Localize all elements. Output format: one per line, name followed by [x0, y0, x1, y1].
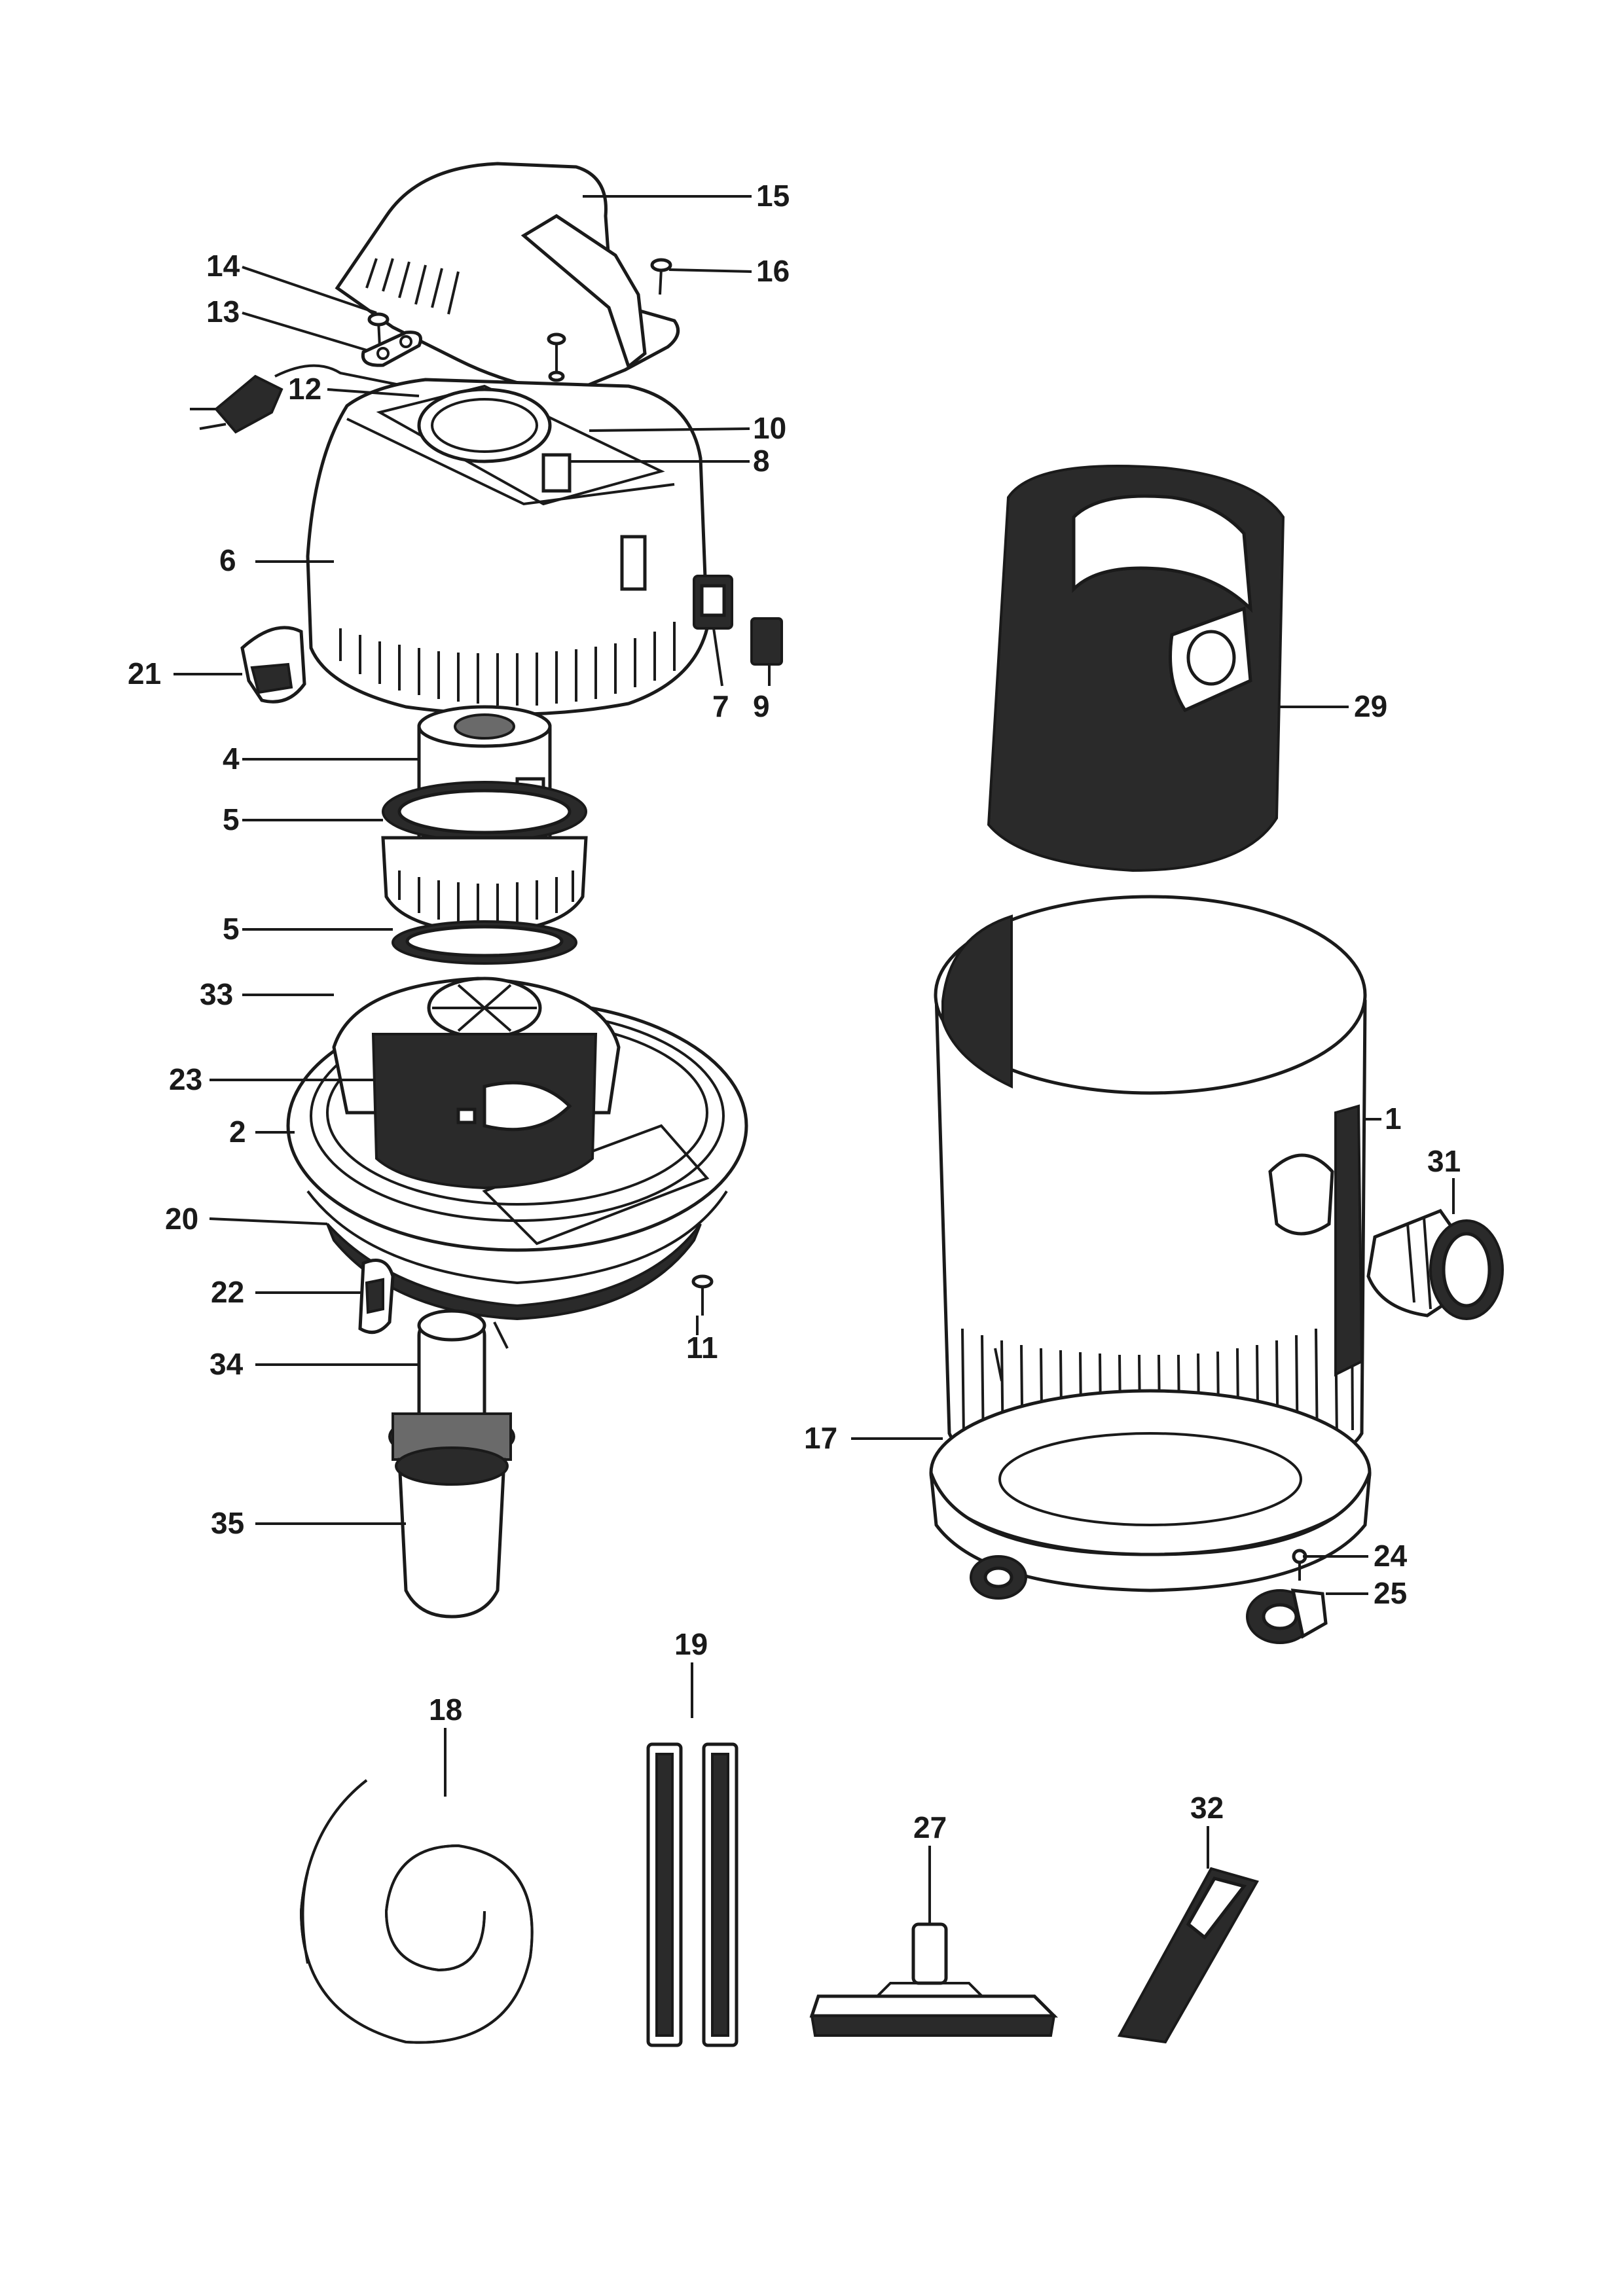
- part-5-upper-gasket: [382, 781, 587, 842]
- callout-14: 14: [206, 249, 240, 283]
- callout-33: 33: [200, 977, 233, 1011]
- callout-23: 21: [128, 656, 161, 691]
- part-20-crevice-tool: [1117, 1867, 1260, 2044]
- part-12-power-cord: [190, 364, 407, 434]
- callout-32: 31: [1427, 1144, 1461, 1178]
- callout-1: 1: [1385, 1102, 1402, 1136]
- callout-24: 22: [211, 1275, 244, 1309]
- callout-34: 34: [210, 1347, 244, 1381]
- callout-17: 18: [429, 1693, 462, 1727]
- part-31-filter-bag: [987, 465, 1285, 872]
- part-24-clip: [358, 1259, 395, 1335]
- callout-35: 35: [211, 1506, 244, 1540]
- part-32-hose-inlet: [1366, 1208, 1504, 1320]
- callout-27: 24: [1374, 1539, 1408, 1573]
- part-25-filter: [371, 1033, 598, 1190]
- callout-11: 9: [753, 689, 770, 723]
- part-21-base: [929, 1389, 1372, 1592]
- leader-lines: [173, 195, 1455, 1924]
- callout-21: 17: [804, 1421, 837, 1455]
- callout-7: 11: [686, 1331, 718, 1365]
- part-9-switch: [693, 575, 733, 630]
- callout-16: 16: [756, 254, 790, 288]
- part-11-switch-cap: [750, 617, 783, 666]
- callout-10: 10: [753, 411, 786, 445]
- callout-6: 6: [219, 543, 236, 577]
- part-castor-left: [970, 1555, 1027, 1600]
- callout-18: 19: [674, 1627, 708, 1661]
- callout-12: 12: [288, 372, 321, 406]
- part-7-screw: [691, 1274, 714, 1316]
- part-18-extension-tubes: [646, 1742, 739, 2047]
- part-13-cable-clamp: [361, 331, 422, 367]
- part-14-screw: [367, 312, 390, 348]
- part-35-float-cage: [395, 1446, 509, 1619]
- part-19-floor-nozzle: [809, 1922, 1059, 2037]
- callout-15: 15: [756, 179, 790, 213]
- part-23-clip: [240, 626, 306, 704]
- callout-5-lower: 5: [223, 912, 240, 946]
- callout-25: 23: [169, 1062, 202, 1096]
- part-34-float: [388, 1309, 515, 1461]
- part-screw-center: [547, 332, 566, 382]
- callout-19: 27: [913, 1810, 947, 1844]
- part-16-screw: [650, 258, 672, 295]
- callout-labels: 15 16 14 13 12 10 8 6 7 9 21 4 5 5 33 23…: [128, 179, 1461, 1844]
- callout-22: 20: [165, 1202, 198, 1236]
- part-5-lower-gasket: [392, 920, 577, 965]
- callout-29: 25: [1374, 1576, 1407, 1610]
- callout-31: 29: [1354, 689, 1387, 723]
- callout-8: 8: [753, 444, 770, 478]
- callout-20: 32: [1190, 1791, 1224, 1825]
- callout-13: 13: [206, 295, 240, 329]
- part-17-hose: [299, 1779, 534, 2044]
- callout-4: 4: [223, 742, 240, 776]
- callout-2: 2: [229, 1115, 246, 1149]
- callout-9: 7: [712, 689, 729, 723]
- part-fan-housing: [381, 836, 588, 935]
- part-6-motor-housing: [306, 378, 709, 716]
- part-29-castor: [1246, 1588, 1328, 1644]
- callout-5-upper: 5: [223, 802, 240, 836]
- part-22-lid-seal: [326, 1223, 702, 1321]
- part-1-tank: [934, 895, 1367, 1484]
